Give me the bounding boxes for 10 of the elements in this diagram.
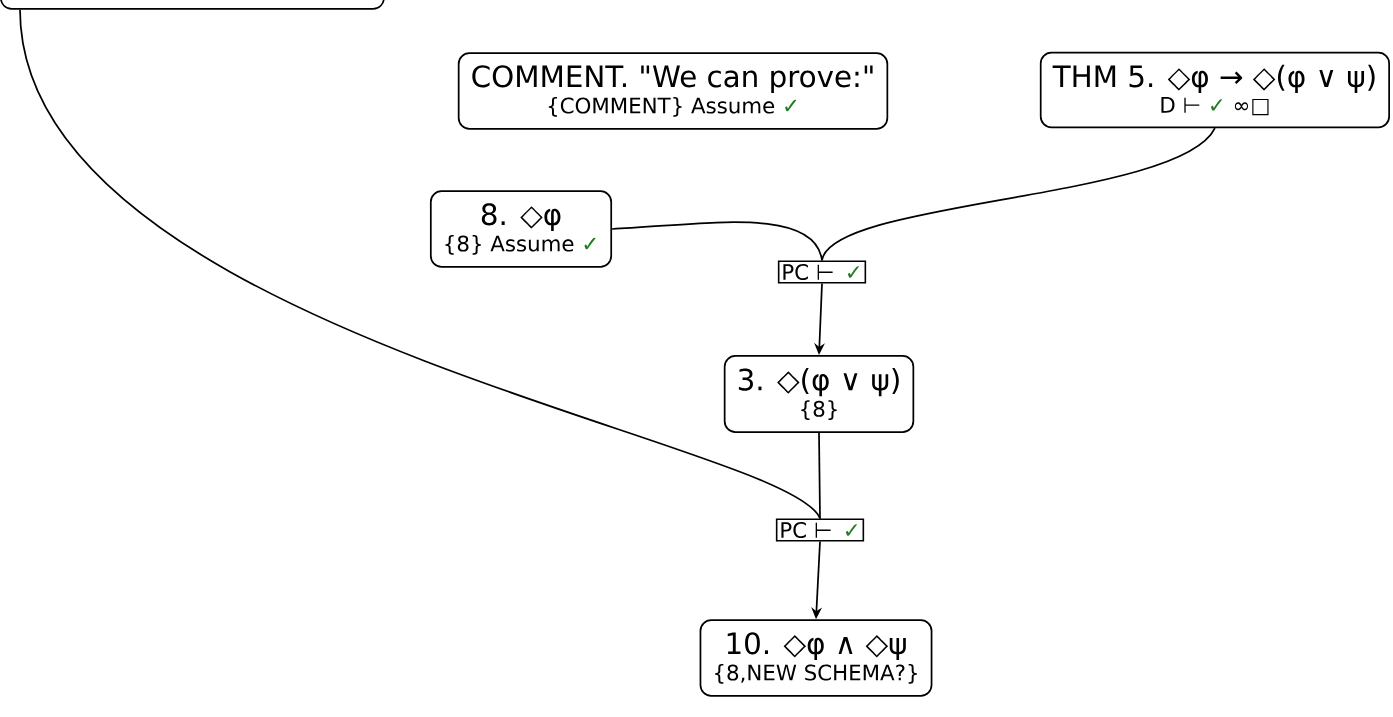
proof-step-box: THM 5. ◇φ → ◇(φ ∨ ψ) D ⊢ ✓ ∞□ bbox=[1039, 51, 1390, 129]
proof-step-box: COMMENT. "We can prove:" {COMMENT} Assume ✓ bbox=[457, 52, 889, 130]
proof-step-box: 10. ◇φ ∧ ◇ψ {8,NEW SCHEMA?} bbox=[699, 619, 933, 697]
connector bbox=[19, 8, 821, 520]
connector bbox=[821, 127, 1216, 262]
connector bbox=[818, 432, 821, 520]
proof-step-box: 3. ◇(φ ∨ ψ) {8} bbox=[723, 355, 915, 433]
proof-step-box: 8. ◇φ {8} Assume ✓ bbox=[429, 190, 613, 268]
connector bbox=[611, 221, 823, 262]
empty-box bbox=[0, 0, 385, 10]
